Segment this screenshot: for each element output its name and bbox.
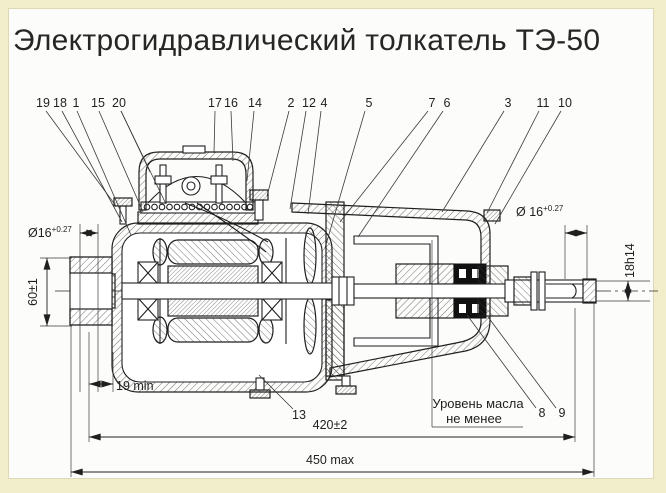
fork-clevis bbox=[69, 224, 116, 392]
dimension-fork-height: 60±1 bbox=[26, 257, 72, 327]
callout-12: 12 bbox=[302, 96, 316, 110]
motor-wires bbox=[184, 202, 269, 253]
callout-20: 20 bbox=[112, 96, 126, 110]
dimension-length-max: 450 max bbox=[70, 303, 595, 477]
callout-4: 4 bbox=[321, 96, 328, 110]
callout-17: 17 bbox=[208, 96, 222, 110]
fan-wheel bbox=[303, 227, 317, 355]
oil-level-text-line1: Уровень масла bbox=[432, 396, 524, 411]
callout-19: 19 bbox=[36, 96, 50, 110]
rod-guide-bushing bbox=[395, 263, 455, 319]
dimension-rod-height: 18h14 bbox=[596, 243, 650, 302]
dimension-fork-diameter: Ø16+0.27 bbox=[28, 225, 99, 240]
drain-bolt bbox=[249, 377, 271, 399]
cable-gland bbox=[181, 176, 269, 253]
length-mid-label: 420±2 bbox=[313, 418, 348, 432]
ground-screw bbox=[113, 197, 133, 225]
rod-diameter-label: Ø 16+0.27 bbox=[516, 204, 564, 219]
motor-shaft bbox=[121, 282, 353, 300]
top-bolt bbox=[249, 189, 269, 221]
callout-11: 11 bbox=[537, 96, 550, 110]
rod-collar bbox=[530, 271, 546, 311]
stator-windings bbox=[152, 238, 274, 344]
callout-numbers: 19 18 1 15 20 17 16 14 2 12 4 5 7 6 3 11… bbox=[36, 96, 572, 422]
terminal-box-flange bbox=[137, 211, 259, 225]
callout-8: 8 bbox=[539, 406, 546, 420]
callout-1: 1 bbox=[73, 96, 80, 110]
length-max-label: 450 max bbox=[306, 453, 355, 467]
rod-sleeve bbox=[513, 276, 532, 306]
callout-14: 14 bbox=[248, 96, 262, 110]
drawing-title: Электрогидравлический толкатель ТЭ-50 bbox=[13, 24, 601, 57]
terminal-stud bbox=[154, 164, 172, 204]
callout-15: 15 bbox=[91, 96, 105, 110]
oil-level-callout: Уровень масла не менее bbox=[431, 240, 524, 428]
terminal-box bbox=[137, 145, 269, 253]
callout-leaders bbox=[45, 110, 562, 410]
callout-13: 13 bbox=[292, 408, 306, 422]
shaft-coupling bbox=[331, 276, 355, 306]
callout-3: 3 bbox=[505, 96, 512, 110]
min-travel-label: 19 min bbox=[116, 379, 154, 393]
callout-7: 7 bbox=[429, 96, 436, 110]
dimension-min-travel: 19 min bbox=[88, 332, 154, 442]
oil-level-text-line2: не менее bbox=[446, 411, 502, 426]
terminal-stud bbox=[210, 164, 228, 204]
rod-tip bbox=[571, 283, 577, 299]
callout-6: 6 bbox=[444, 96, 451, 110]
cover-inner-dome bbox=[147, 175, 247, 204]
callout-10: 10 bbox=[558, 96, 572, 110]
rod-end-block bbox=[582, 278, 597, 304]
cover-top-tab bbox=[182, 145, 206, 154]
bearing-left bbox=[137, 261, 159, 321]
dimension-rod-diameter: Ø 16+0.27 bbox=[516, 204, 588, 279]
callout-2: 2 bbox=[288, 96, 295, 110]
bearing-right bbox=[261, 261, 283, 321]
callout-5: 5 bbox=[366, 96, 373, 110]
rod-height-label: 18h14 bbox=[623, 243, 637, 278]
fork-height-label: 60±1 bbox=[26, 278, 40, 306]
dimension-length-mid: 420±2 bbox=[88, 308, 576, 442]
flange-bolt-bottom bbox=[335, 375, 357, 395]
fork-diameter-label: Ø16+0.27 bbox=[28, 225, 72, 240]
callout-9: 9 bbox=[559, 406, 566, 420]
terminal-box-cover bbox=[138, 151, 254, 211]
callout-16: 16 bbox=[224, 96, 238, 110]
callout-18: 18 bbox=[53, 96, 67, 110]
